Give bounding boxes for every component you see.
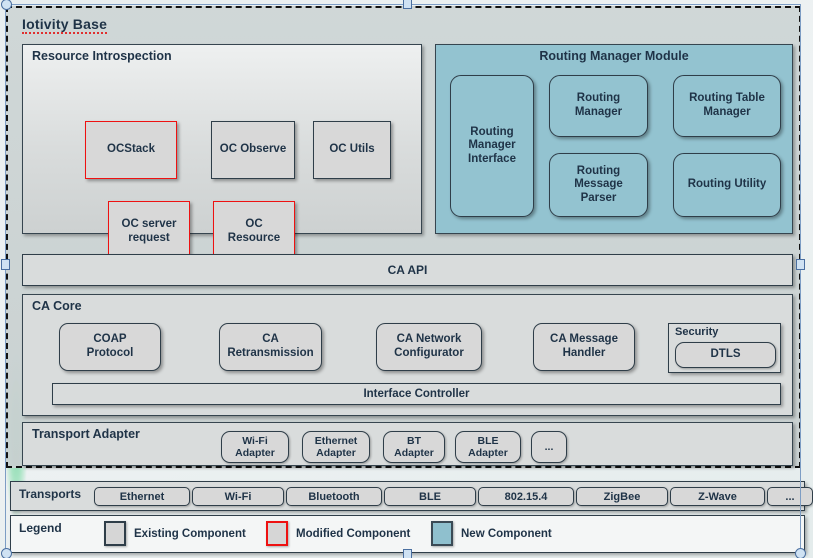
transport-wi-fi[interactable]: Wi-Fi xyxy=(192,487,284,506)
resize-handle-top-left[interactable] xyxy=(1,0,12,10)
adapter-[interactable]: ... xyxy=(531,431,567,463)
component-routing-utility[interactable]: Routing Utility xyxy=(673,153,781,217)
transport-label: Bluetooth xyxy=(308,490,360,503)
dtls-label: DTLS xyxy=(710,348,741,361)
transport-label: Z-Wave xyxy=(698,490,737,503)
legend-title: Legend xyxy=(19,521,62,535)
transport-adapter-title: Transport Adapter xyxy=(32,427,140,441)
transport-label: ZigBee xyxy=(603,490,641,503)
transport-bluetooth[interactable]: Bluetooth xyxy=(286,487,382,506)
legend-item-existing: Existing Component xyxy=(104,521,246,546)
resize-handle-bottom-left[interactable] xyxy=(1,548,12,558)
routing-manager-module-title: Routing Manager Module xyxy=(539,49,689,63)
iotivity-base-title: Iotivity Base xyxy=(22,16,108,34)
legend-swatch-existing xyxy=(104,521,126,546)
transport-z-wave[interactable]: Z-Wave xyxy=(670,487,765,506)
interface-controller-label: Interface Controller xyxy=(363,388,470,400)
legend-label-new: New Component xyxy=(461,527,552,540)
resize-handle-bottom-right[interactable] xyxy=(795,548,806,558)
transports-title: Transports xyxy=(19,487,82,501)
selection-line-left xyxy=(5,4,6,554)
ca-api-label: CA API xyxy=(387,263,428,277)
transport-zigbee[interactable]: ZigBee xyxy=(576,487,668,506)
transport-ble[interactable]: BLE xyxy=(384,487,476,506)
ca-api-bar[interactable]: CA API xyxy=(22,254,793,286)
component-oc-utils[interactable]: OC Utils xyxy=(313,121,391,179)
resize-handle-middle-right[interactable] xyxy=(796,259,805,270)
component-oc-observe[interactable]: OC Observe xyxy=(211,121,295,179)
legend-item-new: New Component xyxy=(431,521,552,546)
selection-line-right xyxy=(800,4,801,554)
resize-handle-middle-left[interactable] xyxy=(1,259,10,270)
transport-label: BLE xyxy=(419,490,441,503)
security-label: Security xyxy=(675,326,719,338)
resource-introspection-title: Resource Introspection xyxy=(32,49,172,63)
interface-controller-bar[interactable]: Interface Controller xyxy=(52,383,781,405)
legend-swatch-modified xyxy=(266,521,288,546)
transport-label: Ethernet xyxy=(119,490,165,503)
iotivity-base-container[interactable]: Iotivity Base Resource Introspection OCS… xyxy=(6,6,801,468)
transport-802-15-4[interactable]: 802.15.4 xyxy=(478,487,574,506)
resize-handle-top-center[interactable] xyxy=(403,0,412,9)
legend-label-existing: Existing Component xyxy=(134,527,246,540)
legend-label-modified: Modified Component xyxy=(296,527,411,540)
ca-core-title: CA Core xyxy=(32,299,82,313)
dtls-box[interactable]: DTLS xyxy=(675,342,776,368)
transport-ethernet[interactable]: Ethernet xyxy=(94,487,190,506)
transport-label: 802.15.4 xyxy=(504,490,548,503)
legend-item-modified: Modified Component xyxy=(266,521,410,546)
component-ocstack[interactable]: OCStack xyxy=(85,121,177,179)
legend-swatch-new xyxy=(431,521,453,546)
transport-more[interactable]: ... xyxy=(767,487,813,506)
resize-handle-bottom-center[interactable] xyxy=(403,549,412,558)
security-panel[interactable]: Security DTLS xyxy=(668,323,781,373)
transports-strip[interactable]: Transports Ethernet Wi-Fi Bluetooth BLE 802.… xyxy=(10,481,813,511)
transport-label: ... xyxy=(785,490,795,503)
resource-introspection-panel[interactable]: Resource Introspection OCStack OC Observe… xyxy=(22,44,422,263)
transport-label: Wi-Fi xyxy=(224,490,252,503)
legend-box[interactable]: Legend Existing Component Modified Compon… xyxy=(10,515,805,553)
